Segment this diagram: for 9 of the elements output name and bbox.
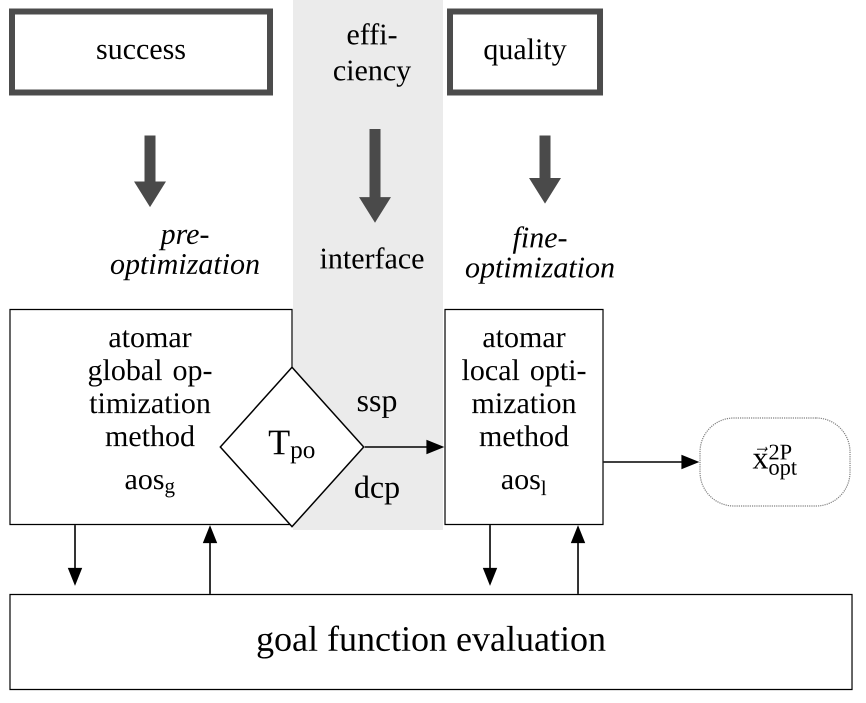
criterion-box: quality <box>447 8 603 96</box>
evaluation-box: goal function evaluation <box>9 594 853 690</box>
criterion-box: success <box>9 8 273 96</box>
heading: fine- optimization <box>466 226 614 284</box>
process-box: atomar local opti- mization method aos$_{l}$ <box>444 308 604 526</box>
label-text: interface <box>320 247 424 269</box>
heading: pre- optimization <box>110 230 259 280</box>
result-box: $\vec{\mathrm{x}}^{\mathrm{2P}}_{\mathrm{opt}}$ <box>699 417 851 507</box>
label-text: effi- ciency <box>334 23 412 87</box>
